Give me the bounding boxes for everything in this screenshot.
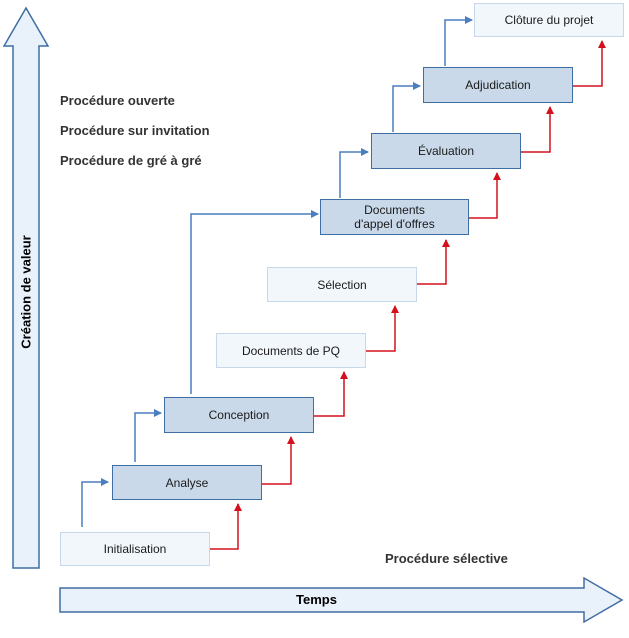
step-label: Documents d'appel d'offres [354, 203, 435, 231]
step-conception: Conception [164, 397, 314, 433]
red-connectors [210, 40, 606, 550]
vertical-axis-label: Création de valeur [18, 235, 34, 349]
horizontal-axis-arrow [59, 576, 624, 624]
step-label: Initialisation [103, 542, 167, 556]
red-arrow-8 [573, 40, 606, 87]
step-documents-appel-offres: Documents d'appel d'offres [320, 199, 469, 235]
blue-arrow-3 [190, 210, 319, 394]
horizontal-axis-label: Temps [296, 592, 337, 607]
red-arrow-4 [366, 305, 399, 352]
legend-invitation-procedure: Procédure sur invitation [60, 123, 210, 138]
vertical-axis-arrow [2, 6, 50, 569]
red-arrow-7 [521, 106, 554, 153]
step-documents-pq: Documents de PQ [216, 333, 366, 368]
legend-open-procedure: Procédure ouverte [60, 93, 175, 108]
step-adjudication: Adjudication [423, 67, 573, 103]
blue-arrow-4 [339, 148, 369, 198]
blue-arrow-2 [134, 409, 162, 462]
legend-selective-procedure: Procédure sélective [385, 551, 508, 566]
step-label: Sélection [317, 277, 367, 292]
step-label: Conception [208, 408, 270, 422]
step-label: Analyse [165, 475, 209, 490]
step-label: Documents de PQ [241, 343, 341, 358]
legend-gre-a-gre-procedure: Procédure de gré à gré [60, 153, 202, 168]
blue-connectors [81, 16, 473, 527]
step-evaluation: Évaluation [371, 133, 521, 169]
blue-arrow-6 [444, 16, 473, 66]
blue-arrow-5 [392, 82, 421, 132]
blue-arrow-1 [81, 478, 109, 527]
step-selection: Sélection [267, 267, 417, 302]
red-arrow-5 [417, 239, 450, 285]
step-analyse: Analyse [112, 465, 262, 500]
step-label: Évaluation [417, 144, 475, 158]
step-initialisation: Initialisation [60, 532, 210, 566]
step-label: Adjudication [465, 78, 531, 92]
red-arrow-3 [314, 371, 348, 417]
red-arrow-1 [210, 503, 242, 550]
red-arrow-6 [469, 172, 501, 219]
red-arrow-2 [262, 436, 295, 485]
step-cloture-projet: Clôture du projet [474, 3, 624, 37]
step-label: Clôture du projet [504, 13, 594, 27]
